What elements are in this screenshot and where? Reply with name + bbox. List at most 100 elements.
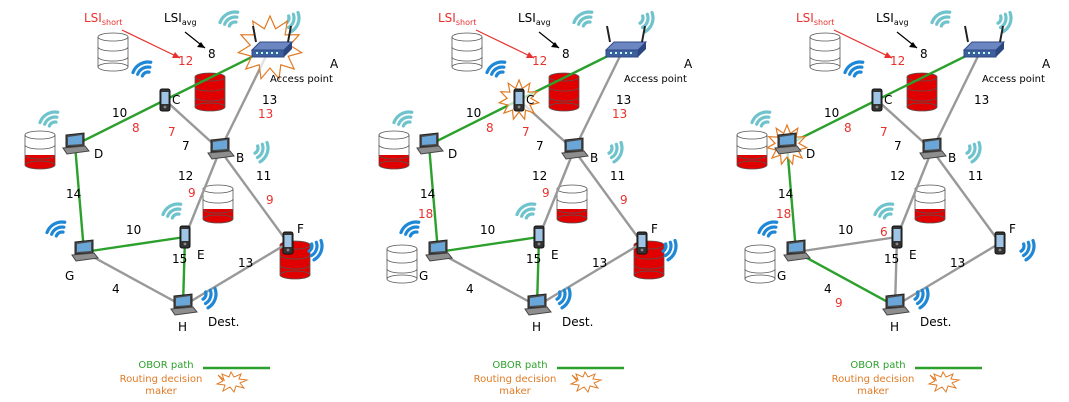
- link-GH: [795, 250, 896, 308]
- wifi-signal-icon-B: [253, 140, 270, 164]
- short-weight-AC: 12: [532, 54, 547, 68]
- phone-icon: [282, 231, 294, 255]
- avg-weight-CD: 10: [824, 106, 839, 120]
- wifi-signal-icon-A: [572, 10, 594, 28]
- lsi-avg-arrowhead: [551, 42, 559, 48]
- node-label-H: H: [178, 320, 187, 334]
- avg-weight-GE: 10: [126, 223, 141, 237]
- avg-weight-CB: 7: [536, 139, 544, 153]
- link-AB: [930, 47, 984, 151]
- router-icon: [250, 25, 294, 58]
- avg-weight-CB: 7: [182, 139, 190, 153]
- laptop-icon: [882, 293, 910, 316]
- node-label-D: D: [806, 147, 815, 161]
- node-label-F: F: [651, 222, 658, 236]
- storage-icon-G: [386, 244, 418, 284]
- short-weight-CB: 7: [168, 125, 176, 139]
- destination-label: Dest.: [920, 315, 951, 329]
- router-icon: [962, 25, 1006, 58]
- avg-weight-AC: 8: [208, 47, 216, 61]
- legend-maker-label-2: maker: [145, 386, 177, 397]
- router-icon: [604, 25, 648, 58]
- node-label-D: D: [448, 147, 457, 161]
- link-BF: [219, 149, 289, 244]
- lsi-short-label: LSIshort: [84, 11, 122, 27]
- lsi-short-arrowhead: [172, 52, 180, 58]
- lsi-short-arrowhead: [526, 52, 534, 58]
- link-GE: [83, 235, 186, 254]
- avg-weight-AB: 13: [262, 93, 277, 107]
- wifi-signal-icon-D: [38, 110, 60, 128]
- access-point-label: Access point: [624, 74, 687, 85]
- phone-icon: [636, 231, 648, 255]
- phone-icon: [994, 231, 1006, 255]
- node-label-A: A: [330, 57, 339, 71]
- link-DG: [785, 144, 798, 253]
- access-point-label: Access point: [270, 74, 333, 85]
- avg-weight-BE: 12: [532, 169, 547, 183]
- avg-weight-EH: 15: [526, 252, 541, 266]
- lsi-short-arrowhead: [884, 52, 892, 58]
- wifi-signal-icon-C: [131, 60, 153, 78]
- lsi-short-arrow: [475, 29, 535, 59]
- storage-icon-D: [736, 130, 768, 170]
- legend-burst-icon: [927, 370, 961, 394]
- node-label-E: E: [551, 248, 559, 262]
- storage-icon-D: [378, 130, 410, 170]
- wifi-signal-icon-A: [996, 10, 1013, 34]
- lsi-avg-label: LSIavg: [164, 11, 197, 27]
- wifi-signal-icon-E: [515, 202, 537, 220]
- lsi-avg-label: LSIavg: [876, 11, 909, 27]
- avg-weight-GH: 4: [112, 282, 120, 296]
- storage-icon-E: [556, 184, 588, 224]
- laptop-icon: [207, 137, 235, 160]
- avg-weight-AB: 13: [974, 93, 989, 107]
- short-weight-CD: 8: [132, 121, 140, 135]
- avg-weight-BE: 12: [890, 169, 905, 183]
- storage-icon-E: [202, 184, 234, 224]
- avg-weight-CD: 10: [112, 106, 127, 120]
- avg-weight-DG: 14: [66, 187, 81, 201]
- avg-weight-BF: 11: [256, 169, 271, 183]
- lsi-avg-label: LSIavg: [518, 11, 551, 27]
- storage-icon-A: [97, 32, 129, 72]
- short-weight-AC: 12: [178, 54, 193, 68]
- avg-weight-FH: 13: [238, 256, 253, 270]
- wifi-signal-icon-C: [843, 60, 865, 78]
- link-CD: [428, 98, 520, 147]
- wifi-signal-icon-A: [930, 10, 952, 28]
- phone-icon: [513, 88, 525, 112]
- avg-weight-AC: 8: [562, 47, 570, 61]
- short-weight-CB: 7: [880, 125, 888, 139]
- link-BE: [183, 149, 222, 238]
- node-label-G: G: [777, 269, 786, 283]
- lsi-avg-arrowhead: [909, 42, 917, 48]
- storage-icon-A: [451, 32, 483, 72]
- legend-maker-label-1: Routing decision: [832, 374, 915, 385]
- node-label-C: C: [526, 93, 534, 107]
- link-BE: [537, 149, 576, 238]
- short-weight-CB: 7: [522, 125, 530, 139]
- link-GE: [437, 235, 540, 254]
- wifi-signal-icon-D: [392, 110, 414, 128]
- avg-weight-CB: 7: [894, 139, 902, 153]
- wifi-signal-icon-A: [218, 10, 240, 28]
- wifi-signal-icon-H: [201, 286, 218, 310]
- destination-label: Dest.: [562, 315, 593, 329]
- avg-weight-FH: 13: [950, 256, 965, 270]
- wifi-signal-icon-B: [965, 140, 982, 164]
- avg-weight-EH: 15: [884, 252, 899, 266]
- avg-weight-AC: 8: [920, 47, 928, 61]
- node-label-B: B: [590, 151, 598, 165]
- lsi-avg-arrowhead: [197, 42, 205, 48]
- node-label-F: F: [1009, 222, 1016, 236]
- wifi-signal-icon-E: [873, 202, 895, 220]
- short-weight-BF: 9: [266, 193, 274, 207]
- link-FH: [182, 241, 289, 308]
- laptop-icon: [919, 137, 947, 160]
